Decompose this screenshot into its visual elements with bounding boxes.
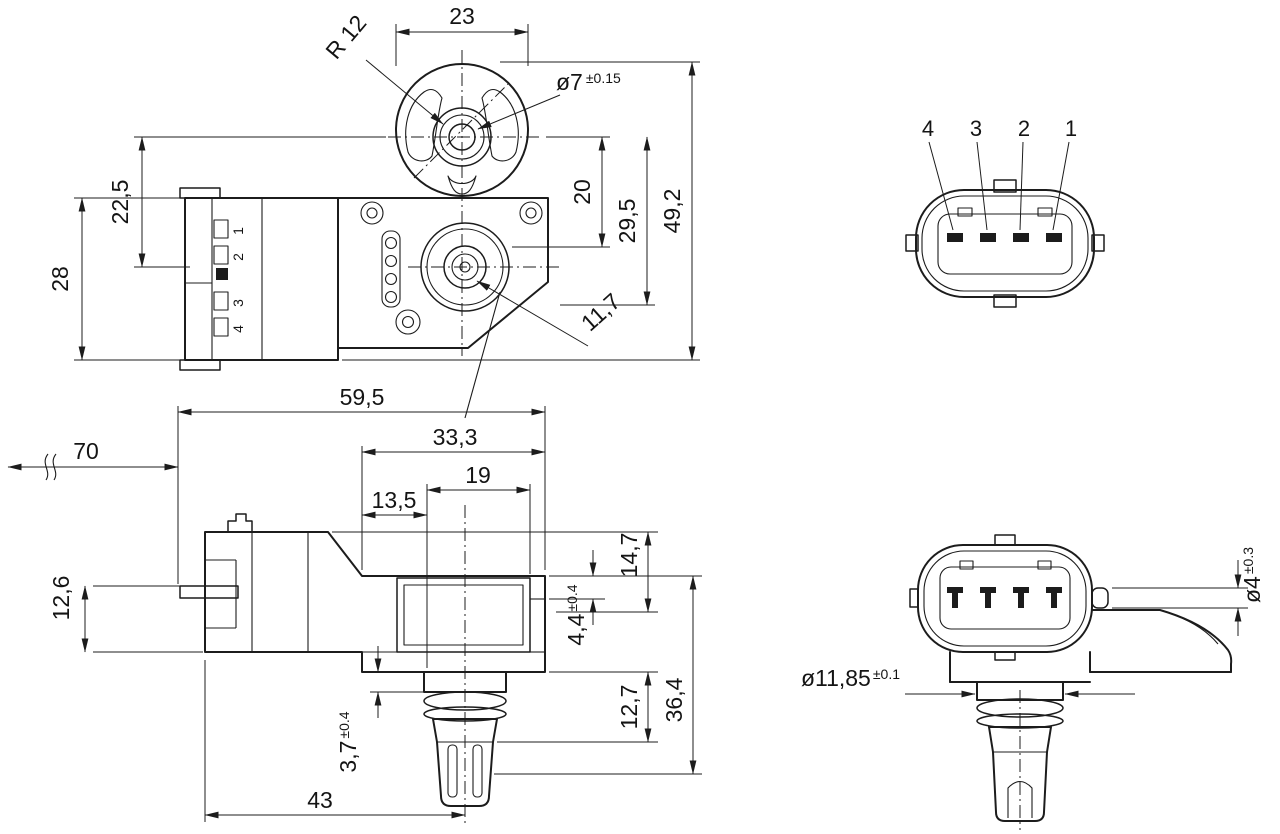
top-pin-label-4: 4 (230, 325, 246, 333)
dim-top-r12: R 12 (320, 10, 444, 125)
dim-side-12-6: 12,6 (48, 576, 203, 653)
connector-face-view: 4 3 2 1 (905, 116, 1105, 308)
dim-29-5-label: 29,5 (614, 199, 640, 244)
dim-28-label: 28 (47, 266, 73, 292)
dim-r12-label: R 12 (320, 10, 371, 64)
dim-top-20: 20 (512, 136, 610, 248)
front-view-pins (947, 587, 1062, 608)
dim-4-4-label: 4,4±0.4 (563, 584, 589, 645)
dim-top-29-5: 29,5 (560, 136, 655, 306)
connector-face-pin-callouts: 4 3 2 1 (922, 116, 1077, 231)
dim-top-11-7: 11,7 (464, 280, 625, 419)
top-view-connector: 1 2 3 4 (179, 187, 339, 371)
front-view-outline (909, 534, 1233, 830)
dim-36-4-label: 36,4 (661, 677, 687, 722)
dim-12-7-label: 12,7 (616, 685, 642, 730)
dim-43-label: 43 (307, 787, 333, 813)
front-view: ø4±0.3 ø11,85±0.1 (801, 534, 1265, 830)
dim-33-3-label: 33,3 (433, 424, 478, 450)
dim-11-7-label: 11,7 (576, 288, 625, 336)
dim-side-14-7: 14,7 (332, 531, 658, 613)
dim-4-label: ø4±0.3 (1239, 547, 1265, 603)
top-pin-label-3: 3 (230, 299, 246, 307)
face-pin-label-2: 2 (1018, 116, 1030, 141)
dim-top-22-5: 22,5 (107, 136, 386, 268)
side-view: 59,5 33,3 19 13,5 70 12,6 (7, 384, 702, 824)
dim-14-7-label: 14,7 (616, 533, 642, 578)
dim-22-5-label: 22,5 (107, 180, 133, 225)
top-pin-label-2: 2 (230, 253, 246, 261)
dim-side-12-7: 12,7 (497, 671, 658, 743)
dim-23-label: 23 (449, 3, 475, 29)
face-pin-label-1: 1 (1065, 116, 1077, 141)
dim-front-11-85: ø11,85±0.1 (801, 665, 1135, 698)
dim-side-36-4: 36,4 (494, 575, 702, 775)
dim-20-label: 20 (569, 179, 595, 205)
dim-59-5-label: 59,5 (340, 384, 385, 410)
top-view-outline (337, 63, 549, 349)
face-pin-label-3: 3 (970, 116, 982, 141)
dim-side-4-4: 4,4±0.4 (549, 550, 702, 646)
dim-side-19: 19 (426, 462, 531, 668)
dim-3-7-label: 3,7±0.4 (335, 711, 361, 772)
side-view-outline (179, 505, 546, 824)
dim-11-85-label: ø11,85±0.1 (801, 665, 900, 691)
dim-front-4: ø4±0.3 (1112, 547, 1265, 636)
dim-side-59-5: 59,5 (177, 384, 546, 584)
dim-top-28: 28 (47, 197, 182, 361)
top-view-centerlines (388, 50, 560, 356)
top-pin-label-1: 1 (230, 227, 246, 235)
dim-side-33-3: 33,3 (361, 424, 546, 570)
dim-top-hole-dia: ø7±0.15 (477, 69, 621, 130)
dim-12-6-label: 12,6 (48, 576, 74, 621)
face-pin-label-4: 4 (922, 116, 934, 141)
dim-70-label: 70 (73, 438, 99, 464)
dim-side-13-5: 13,5 (361, 487, 428, 519)
dim-top-49-2: 49,2 (342, 61, 700, 361)
connector-face-outline (905, 179, 1105, 308)
top-view: 1 2 3 4 23 R 12 ø7±0.15 (47, 3, 700, 419)
dim-49-2-label: 49,2 (659, 189, 685, 234)
dim-top-23: 23 (395, 3, 529, 66)
dim-side-70: 70 (7, 438, 179, 481)
dim-hole-dia-label: ø7±0.15 (556, 69, 621, 95)
dim-side-43: 43 (204, 660, 466, 822)
dim-side-3-7: 3,7±0.4 (335, 646, 426, 773)
dim-13-5-label: 13,5 (372, 487, 417, 513)
dim-19-label: 19 (465, 462, 491, 488)
